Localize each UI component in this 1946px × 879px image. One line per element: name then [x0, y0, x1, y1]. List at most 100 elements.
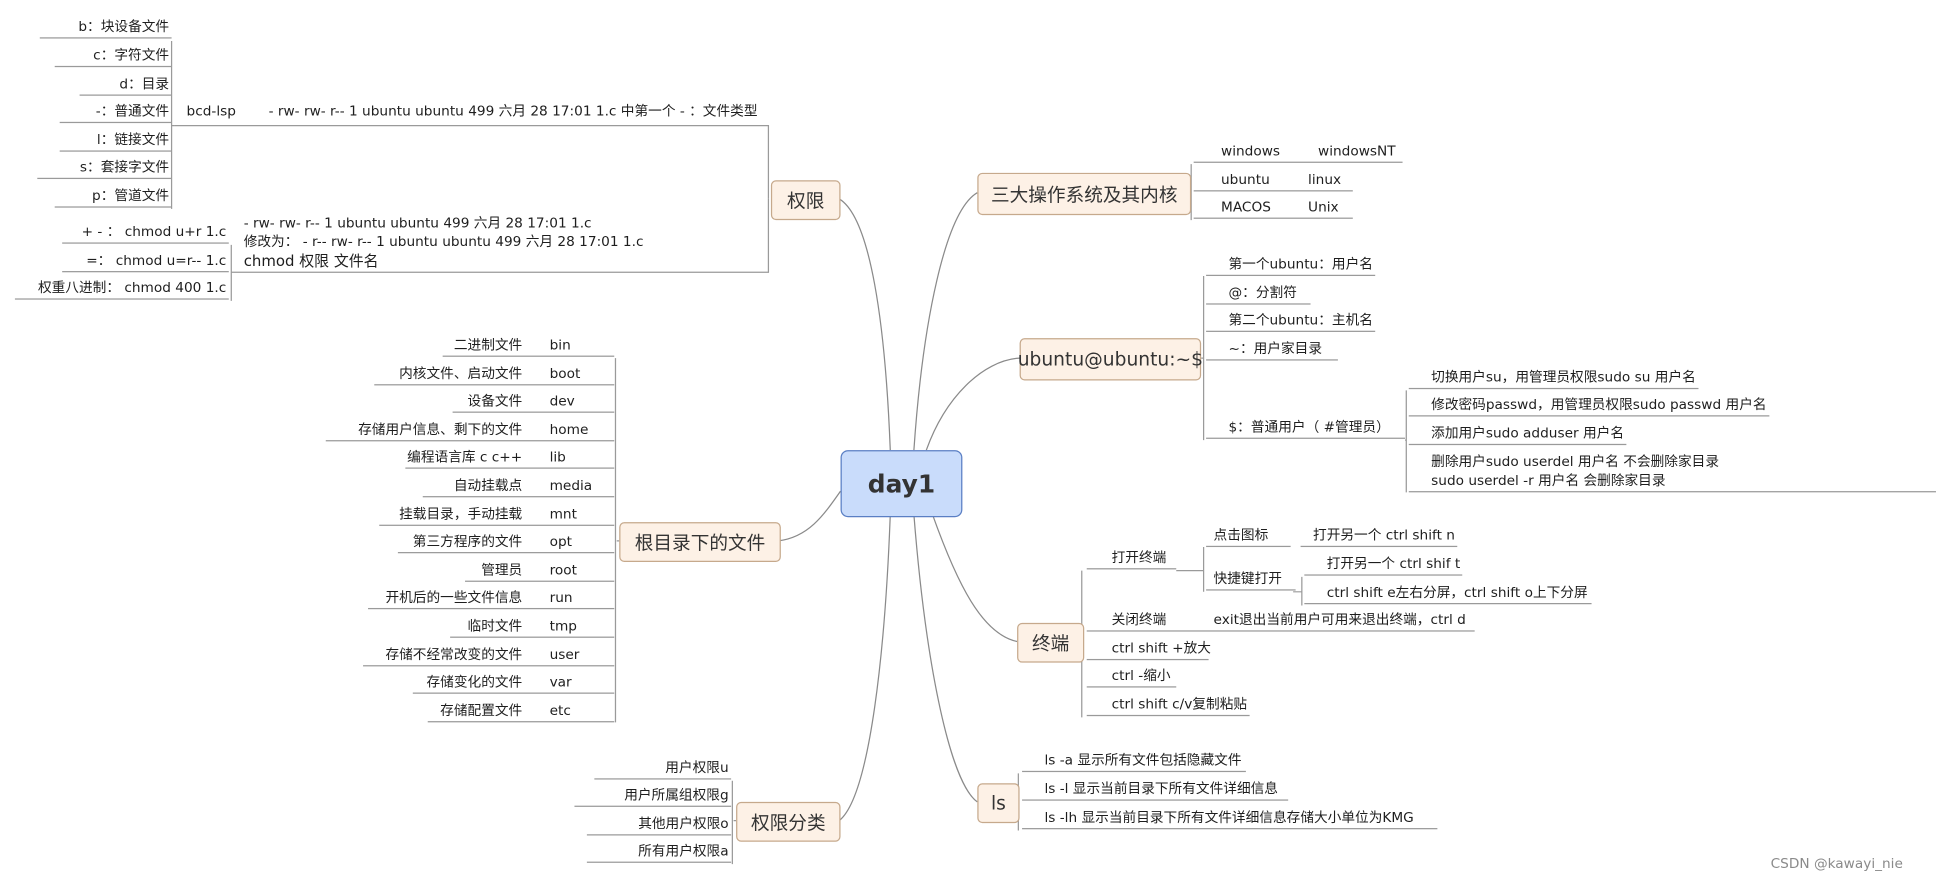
- file-type-item: d：目录: [79, 76, 172, 96]
- link-dollar-items: [1405, 390, 1407, 493]
- os-name: MACOS: [1221, 198, 1271, 216]
- terminal-open: 打开终端: [1086, 550, 1177, 570]
- branch-terminal[interactable]: 终端: [1017, 622, 1085, 663]
- file-type-item: b：块设备文件: [39, 19, 172, 39]
- root-dir-row: 二进制文件 bin: [442, 336, 615, 357]
- watermark: CSDN @kawayi_nie: [1770, 855, 1903, 872]
- dir-name: var: [549, 674, 572, 691]
- dir-name: user: [549, 646, 580, 663]
- root-dir-row: 管理员 root: [465, 561, 615, 582]
- dir-description: 挂载目录，手动挂载: [399, 505, 523, 522]
- chmod-eq: =： chmod u=r-- 1.c: [62, 252, 229, 273]
- ls-item: ls -a 显示所有文件包括隐藏文件: [1022, 752, 1246, 773]
- center-node-day1[interactable]: day1: [840, 450, 963, 518]
- root-dir-row: 设备文件 dev: [452, 393, 615, 414]
- ls-item: ls -l 显示当前目录下所有文件详细信息: [1022, 781, 1289, 801]
- link-shortcut-items: [1293, 576, 1303, 606]
- link-center-terminal: [931, 514, 1018, 643]
- kernel-name: windowsNT: [1318, 142, 1396, 160]
- link-center-permcat: [838, 514, 891, 822]
- perm-category-item: 用户权限u: [594, 760, 732, 780]
- link-perm-bcd: [174, 124, 770, 199]
- link-perm-chmod: [231, 198, 770, 273]
- branch-os-kernel[interactable]: 三大操作系统及其内核: [977, 172, 1192, 216]
- terminal-zoom-out: ctrl -缩小: [1086, 668, 1177, 688]
- chmod-line-3: chmod 权限 文件名: [243, 252, 379, 270]
- dir-description: 设备文件: [467, 393, 523, 410]
- terminal-exit: exit退出当前用户可用来退出终端，ctrl d: [1213, 611, 1466, 628]
- dir-description: 二进制文件: [453, 336, 523, 354]
- dir-name: run: [549, 589, 573, 606]
- branch-permission-category[interactable]: 权限分类: [736, 801, 841, 842]
- dollar-item: 添加用户sudo adduser 用户名: [1408, 425, 1627, 446]
- prompt-item: @：分割符: [1206, 285, 1311, 305]
- dir-name: etc: [549, 702, 571, 719]
- terminal-shortcut: 快捷键打开: [1206, 571, 1296, 591]
- file-type-line: - rw- rw- r-- 1 ubuntu ubuntu 499 六月 28 …: [268, 103, 758, 120]
- root-dir-row: 开机后的一些文件信息 run: [368, 589, 615, 610]
- perm-category-item: 其他用户权限o: [586, 816, 732, 836]
- link-center-ls: [913, 514, 978, 803]
- file-type-item: -：普通文件: [59, 103, 172, 124]
- dir-name: home: [549, 421, 589, 438]
- branch-shell-prompt[interactable]: ubuntu@ubuntu:~$: [1018, 338, 1203, 381]
- dollar-item: 修改密码passwd，用管理员权限sudo passwd 用户名: [1408, 397, 1770, 417]
- ls-item: ls -lh 显示当前目录下所有文件详细信息存储大小单位为KMG: [1022, 809, 1438, 830]
- dir-description: 存储配置文件: [440, 702, 523, 719]
- file-type-item: p：管道文件: [54, 188, 172, 208]
- chmod-octal: 权重八进制： chmod 400 1.c: [14, 280, 229, 300]
- terminal-close-row: 关闭终端 exit退出当前用户可用来退出终端，ctrl d: [1086, 611, 1475, 632]
- dir-name: mnt: [549, 505, 577, 522]
- file-type-item: l：链接文件: [59, 132, 172, 152]
- os-name: windows: [1221, 142, 1281, 160]
- dir-name: dev: [549, 393, 575, 410]
- dir-name: media: [549, 477, 593, 494]
- dir-description: 开机后的一些文件信息: [385, 589, 523, 606]
- root-dir-row: 挂载目录，手动挂载 mnt: [379, 505, 615, 526]
- dir-name: boot: [549, 365, 581, 382]
- dir-description: 管理员: [481, 561, 523, 578]
- terminal-open-another-n: 打开另一个 ctrl shift n: [1300, 527, 1458, 548]
- dir-name: bin: [549, 336, 571, 354]
- dir-name: root: [549, 561, 578, 578]
- delete-line-2: sudo userdel -r 用户名 会删除家目录: [1431, 472, 1666, 489]
- dir-name: opt: [549, 533, 573, 550]
- terminal-copy-paste: ctrl shift c/v复制粘贴: [1086, 696, 1250, 717]
- prompt-item: 第二个ubuntu：主机名: [1206, 312, 1376, 332]
- dir-description: 内核文件、启动文件: [399, 365, 523, 382]
- root-dir-row: 自动挂载点 media: [422, 477, 615, 498]
- perm-category-item: 用户所属组权限g: [574, 787, 732, 807]
- dir-name: tmp: [549, 617, 577, 635]
- dir-description: 自动挂载点: [453, 477, 523, 494]
- terminal-click-icon: 点击图标: [1206, 527, 1291, 548]
- link-permcat-items: [731, 780, 737, 865]
- kernel-name: linux: [1308, 171, 1342, 188]
- file-type-item: c：字符文件: [54, 47, 172, 68]
- chmod-line-2: 修改为： - r-- rw- r-- 1 ubuntu ubuntu 499 六…: [243, 233, 644, 250]
- branch-ls[interactable]: ls: [977, 783, 1020, 824]
- branch-permission[interactable]: 权限: [770, 180, 841, 221]
- perm-category-item: 所有用户权限a: [586, 843, 732, 863]
- root-dir-row: 存储配置文件 etc: [427, 702, 615, 723]
- link-center-prompt: [925, 357, 1020, 451]
- prompt-item: ~：用户家目录: [1206, 341, 1338, 361]
- link-open-items: [1176, 547, 1205, 592]
- file-type-item: s：套接字文件: [37, 159, 172, 180]
- terminal-close: 关闭终端: [1111, 611, 1167, 628]
- terminal-open-another-t: 打开另一个 ctrl shif t: [1304, 556, 1463, 576]
- link-center-os: [913, 192, 978, 451]
- dir-name: lib: [549, 449, 566, 466]
- branch-root-dirs[interactable]: 根目录下的文件: [619, 522, 781, 562]
- terminal-zoom-in: ctrl shift +放大: [1086, 640, 1211, 661]
- prompt-item: 第一个ubuntu：用户名: [1206, 256, 1376, 277]
- link-center-perm: [838, 198, 891, 451]
- dollar-item: 切换用户su，用管理员权限sudo su 用户名: [1408, 369, 1699, 390]
